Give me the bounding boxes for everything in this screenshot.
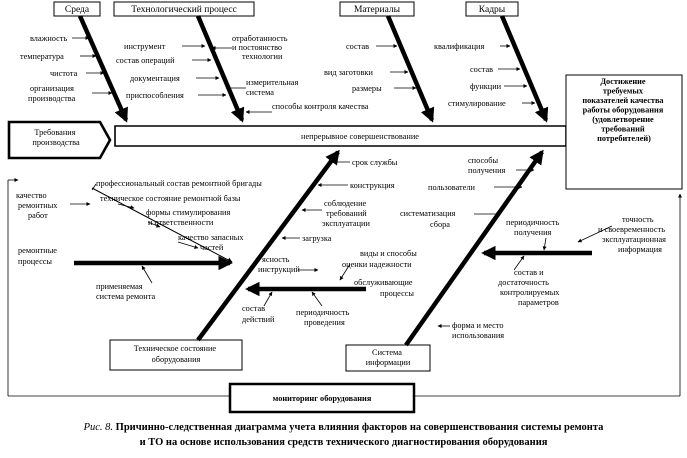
tech-state-factors: срок службы конструкция соблюдение требо… xyxy=(242,158,419,327)
svg-text:состав и достаточность: состав и достаточность контролируемых па… xyxy=(498,268,562,307)
box-info-system: Система информации xyxy=(345,344,431,372)
svg-text:срок службы: срок службы xyxy=(352,158,398,167)
goal-box: Достижение требуемых показателей качеств… xyxy=(565,74,683,190)
main-spine: непрерывное совершенствование xyxy=(114,125,567,147)
svg-text:измерительная система: измерительная система xyxy=(246,78,300,97)
bone-tech-state xyxy=(196,149,340,342)
figure-caption-line-2: и ТО на основе использования средств тех… xyxy=(0,437,687,448)
svg-text:Технологический процесс: Технологический процесс xyxy=(131,4,237,15)
svg-text:конструкция: конструкция xyxy=(350,181,395,190)
svg-text:инструмент: инструмент xyxy=(124,42,166,51)
svg-text:организация производства: организация производства xyxy=(28,84,76,103)
caption-line-1: Причинно-следственная диаграмма учета вл… xyxy=(115,422,604,433)
materials-factors: состав вид заготовки размеры xyxy=(324,42,417,93)
spine-label: непрерывное совершенствование xyxy=(301,132,419,141)
svg-text:состав операций: состав операций xyxy=(116,56,175,65)
svg-text:Среда: Среда xyxy=(65,5,90,15)
bone-materials xyxy=(385,15,435,123)
svg-text:профессиональный состав ремонт: профессиональный состав ремонтной бригад… xyxy=(96,179,262,188)
svg-text:формы стимулирования и о: формы стимулирования и ответственности xyxy=(146,208,232,227)
svg-text:пользователи: пользователи xyxy=(428,183,476,192)
svg-text:приспособления: приспособления xyxy=(126,91,184,100)
box-staff: Кадры xyxy=(465,1,519,17)
goal-text: Достижение требуемых показателей качеств… xyxy=(582,77,665,143)
svg-text:квалификация: квалификация xyxy=(434,42,484,51)
svg-text:вид заготовки: вид заготовки xyxy=(324,68,373,77)
monitoring-links xyxy=(7,178,682,397)
svg-text:стимулирование: стимулирование xyxy=(448,99,506,108)
svg-text:мониторинг оборудования: мониторинг оборудования xyxy=(273,394,372,403)
svg-text:виды и способы оценки на: виды и способы оценки надежности xyxy=(342,249,419,269)
svg-text:размеры: размеры xyxy=(352,84,382,93)
major-bones xyxy=(74,15,592,347)
svg-text:форма и место использова: форма и место использования xyxy=(452,321,506,340)
svg-text:Система информации: Система информации xyxy=(366,348,411,367)
svg-text:функции: функции xyxy=(470,82,502,91)
svg-text:ясность инструкций: ясность инструкций xyxy=(258,255,300,274)
svg-text:состав действий: состав действий xyxy=(242,304,275,324)
svg-text:Материалы: Материалы xyxy=(354,5,401,15)
svg-text:Техническое состояние об: Техническое состояние оборудования xyxy=(134,344,218,364)
svg-text:систематизация сбора: систематизация сбора xyxy=(400,209,458,229)
box-materials: Материалы xyxy=(339,1,415,17)
svg-text:Кадры: Кадры xyxy=(479,5,506,15)
caption-line-2: и ТО на основе использования средств тех… xyxy=(139,437,548,448)
svg-text:точность и своевременнос: точность и своевременность эксплуатацион… xyxy=(598,215,668,254)
bone-tech-process xyxy=(195,15,245,123)
tech-process-factors: инструмент состав операций документация … xyxy=(116,34,369,114)
svg-text:ремонтные процессы: ремонтные процессы xyxy=(18,246,59,266)
sreda-factors: влажность температура чистота организаци… xyxy=(20,34,113,103)
staff-factors: квалификация состав функции стимулирован… xyxy=(434,42,536,108)
figure-caption: Рис. 8. Причинно-следственная диаграмма … xyxy=(0,422,687,433)
svg-text:применяемая система ремо: применяемая система ремонта xyxy=(96,282,155,301)
requirements-label: Требования производства xyxy=(32,128,80,147)
bone-info-system xyxy=(404,149,544,347)
svg-text:обслуживающие процессы: обслуживающие процессы xyxy=(354,278,415,298)
svg-text:состав: состав xyxy=(470,65,493,74)
box-tech-process: Технологический процесс xyxy=(113,1,255,17)
svg-text:чистота: чистота xyxy=(50,69,78,78)
svg-text:влажность: влажность xyxy=(30,34,67,43)
svg-text:документация: документация xyxy=(130,74,180,83)
svg-text:качество ремонтных: качество ремонтных работ xyxy=(16,191,60,220)
svg-text:периодичность проведения: периодичность проведения xyxy=(296,308,351,327)
bone-staff xyxy=(499,15,549,123)
svg-text:техническое состояние ремонтно: техническое состояние ремонтной базы xyxy=(100,194,241,203)
svg-text:температура: температура xyxy=(20,52,64,61)
info-factors: способы получения пользователи системати… xyxy=(400,156,668,340)
svg-text:состав: состав xyxy=(346,42,369,51)
svg-text:отработанность и постоян: отработанность и постоянство технологии xyxy=(232,34,290,61)
caption-prefix: Рис. 8. xyxy=(83,422,114,433)
repair-quality-branch: качество ремонтных работ профессиональны… xyxy=(16,179,262,263)
box-sreda: Среда xyxy=(53,1,101,17)
repair-processes-branch: ремонтные процессы применяемая система р… xyxy=(18,246,155,301)
box-tech-state: Техническое состояние оборудования xyxy=(109,339,243,371)
bone-sreda xyxy=(77,15,129,123)
svg-text:периодичность получения: периодичность получения xyxy=(506,218,561,237)
svg-text:способы контроля качества: способы контроля качества xyxy=(272,102,369,111)
svg-text:загрузка: загрузка xyxy=(302,234,332,243)
svg-text:соблюдение требований: соблюдение требований эксплуатации xyxy=(322,199,370,228)
requirements-arrow: Требования производства xyxy=(7,120,112,160)
svg-text:способы получения: способы получения xyxy=(468,156,506,175)
svg-text:качество запасных частей: качество запасных частей xyxy=(178,233,246,252)
box-monitoring: мониторинг оборудования xyxy=(228,382,416,414)
